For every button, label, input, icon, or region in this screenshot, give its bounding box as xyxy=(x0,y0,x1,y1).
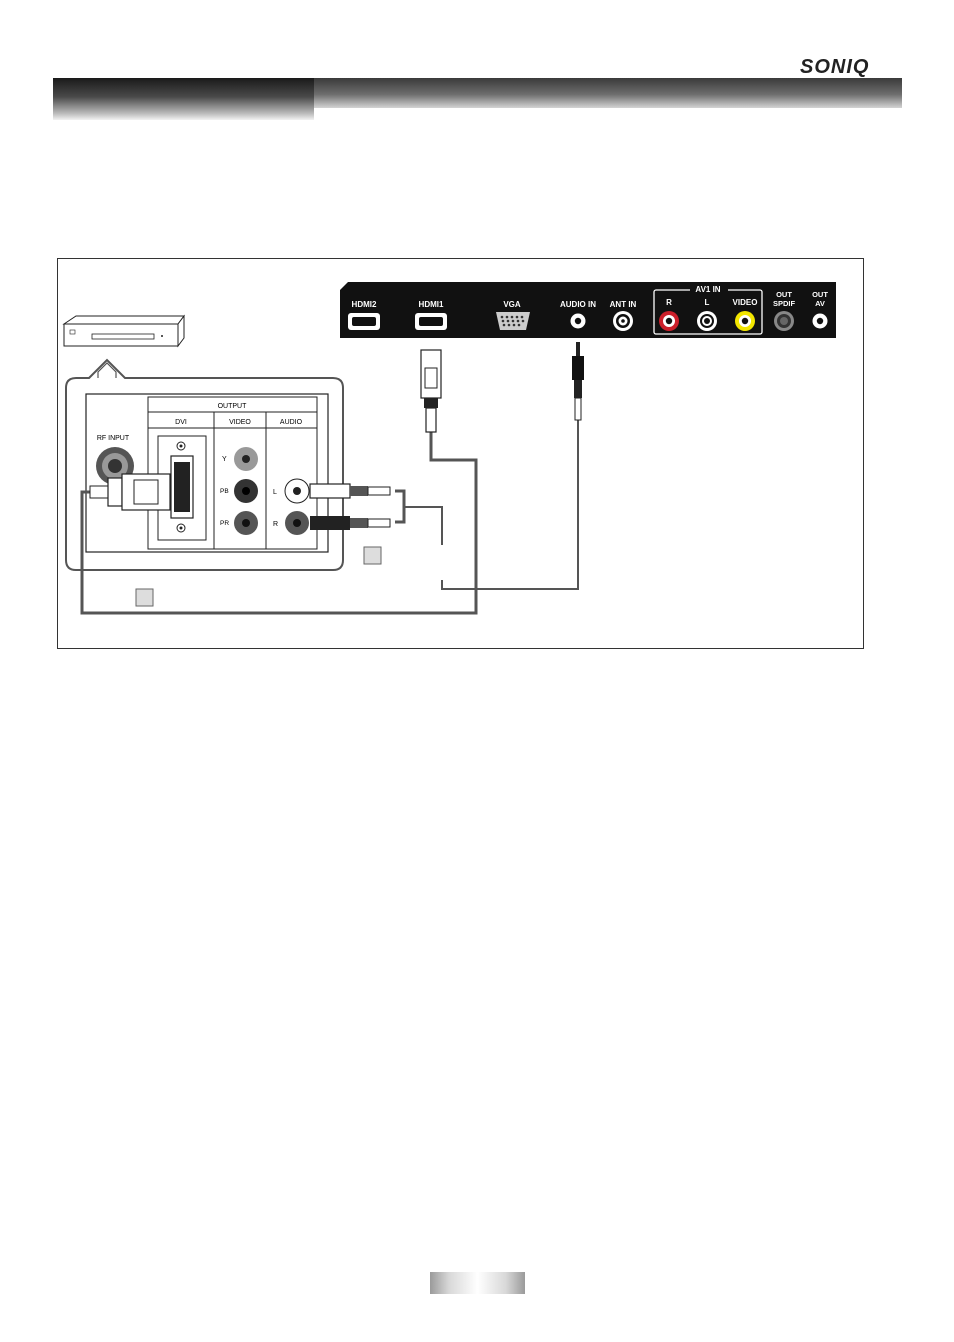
port-label-hdmi1: HDMI1 xyxy=(419,300,444,309)
output-header: OUTPUT xyxy=(218,403,248,410)
y-label: Y xyxy=(222,456,227,463)
audio-r-label: R xyxy=(273,521,278,528)
audio-r-jack[interactable] xyxy=(285,511,309,535)
audio-in-port[interactable] xyxy=(571,314,586,329)
port-label-audio-in: AUDIO IN xyxy=(560,300,596,309)
tv-back-panel: HDMI2 HDMI1 VGA AUDIO IN ANT IN xyxy=(340,282,836,338)
marker-box-audio xyxy=(364,547,381,564)
pb-jack[interactable] xyxy=(234,479,258,503)
av1-r-jack[interactable] xyxy=(659,311,679,331)
av-out-label-line1: OUT xyxy=(812,290,828,299)
hdmi2-port[interactable] xyxy=(348,313,380,330)
av1-in-group-label: AV1 IN xyxy=(695,285,720,294)
av1-video-label: VIDEO xyxy=(733,298,758,307)
source-rear-panel: OUTPUT DVI VIDEO AUDIO RF INPUT Y PB PR … xyxy=(86,394,328,552)
audio-jack-plug xyxy=(572,342,584,420)
marker-box-hdmi xyxy=(136,589,153,606)
port-label-hdmi2: HDMI2 xyxy=(352,300,377,309)
y-jack[interactable] xyxy=(234,447,258,471)
port-label-ant-in: ANT IN xyxy=(610,300,637,309)
video-header: VIDEO xyxy=(229,419,251,426)
hdmi-cable-plug xyxy=(421,350,441,432)
audio-header: AUDIO xyxy=(280,419,303,426)
av1-l-label: L xyxy=(705,298,710,307)
audio-l-label: L xyxy=(273,489,277,496)
audio-l-jack[interactable] xyxy=(285,479,309,503)
rca-plug-right xyxy=(310,516,390,530)
rf-input-label: RF INPUT xyxy=(97,435,130,442)
spdif-label-line2: SPDIF xyxy=(773,299,796,308)
pb-label: PB xyxy=(220,488,229,495)
av-out-port[interactable] xyxy=(813,314,828,329)
page-number-bar xyxy=(430,1272,525,1294)
spdif-out-port[interactable] xyxy=(774,311,794,331)
hdmi1-port[interactable] xyxy=(415,313,447,330)
ant-in-port[interactable] xyxy=(613,311,633,331)
spdif-label-line1: OUT xyxy=(776,290,792,299)
av-out-label-line2: AV xyxy=(815,299,825,308)
av1-video-jack[interactable] xyxy=(735,311,755,331)
connection-diagram: HDMI2 HDMI1 VGA AUDIO IN ANT IN xyxy=(0,0,954,700)
av1-l-jack[interactable] xyxy=(697,311,717,331)
rca-plug-left xyxy=(310,484,390,498)
port-label-vga: VGA xyxy=(503,300,521,309)
dvi-header: DVI xyxy=(175,419,187,426)
vga-port[interactable] xyxy=(496,312,530,330)
pr-label: PR xyxy=(220,520,229,527)
av1-r-label: R xyxy=(666,298,672,307)
pr-jack[interactable] xyxy=(234,511,258,535)
dvd-player-icon xyxy=(64,316,184,346)
